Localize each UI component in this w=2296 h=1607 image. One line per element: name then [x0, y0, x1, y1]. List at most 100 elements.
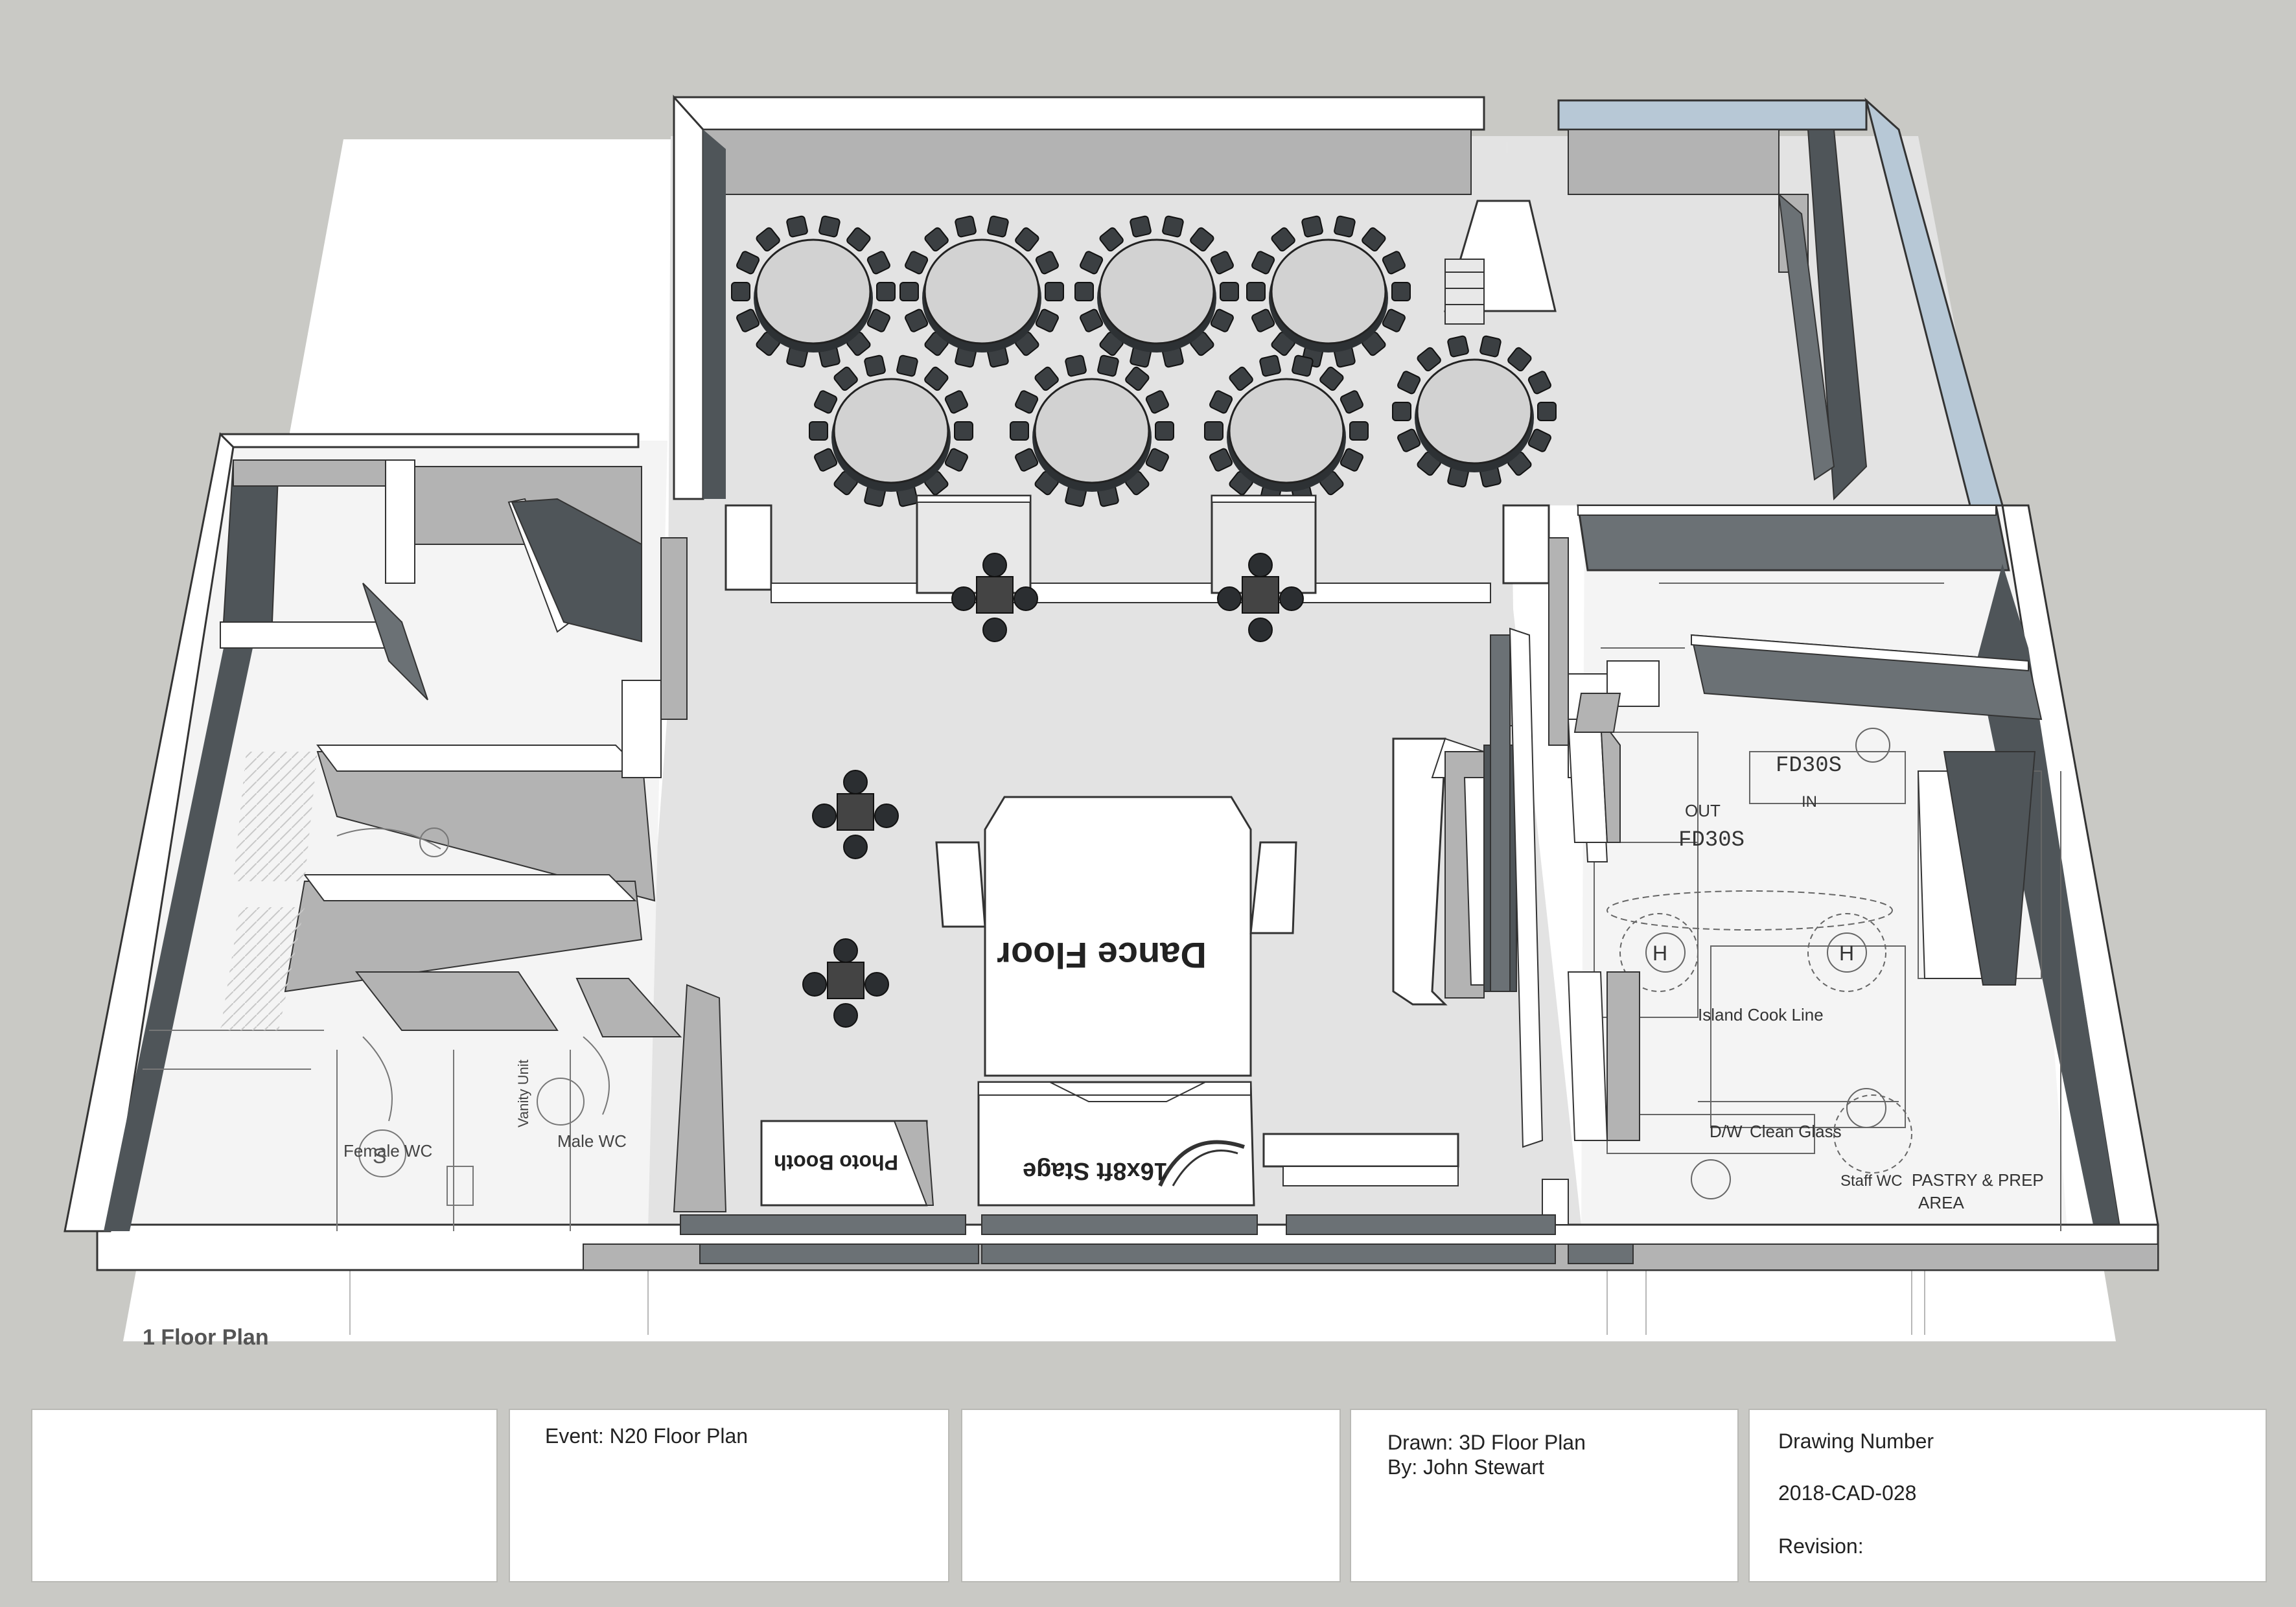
chair	[1015, 227, 1039, 252]
banquet-tables	[731, 215, 1557, 507]
dance-floor: Dance Floor	[935, 796, 1297, 1077]
stool	[833, 938, 858, 963]
table-top	[1098, 238, 1215, 345]
dw-label: D/W	[1710, 1122, 1743, 1141]
chair	[1251, 251, 1275, 275]
clean-glass-label: Clean Glass	[1750, 1122, 1842, 1141]
stage: 16x8ft Stage	[977, 1081, 1255, 1207]
stool	[1014, 586, 1038, 611]
chair	[987, 215, 1009, 238]
chair	[1080, 251, 1104, 275]
table-top	[1270, 238, 1387, 345]
in-label: IN	[1802, 793, 1817, 811]
chair	[924, 366, 949, 391]
dj-booth-right	[1211, 494, 1317, 594]
chair	[1397, 428, 1421, 452]
chair	[1301, 215, 1323, 238]
chair	[1065, 354, 1087, 377]
chair	[924, 227, 949, 252]
chair	[1210, 251, 1234, 275]
chair	[1080, 308, 1104, 332]
pastry-prep-label-2: AREA	[1918, 1193, 1964, 1212]
small-table-set	[951, 553, 1038, 642]
table-top	[1416, 358, 1533, 465]
small-table-set	[802, 938, 889, 1028]
floor-plan-caption: 1 Floor Plan	[143, 1325, 269, 1350]
wall-top-right-room-face	[1568, 129, 1780, 195]
vanity-unit-label: Vanity Unit	[515, 1059, 531, 1127]
h-label-1: H	[1652, 942, 1667, 965]
chair	[905, 251, 929, 275]
chair	[731, 282, 750, 301]
chair	[1251, 308, 1275, 332]
round-table	[1392, 335, 1557, 488]
bar-counter	[1392, 627, 1544, 1148]
stool	[843, 835, 868, 859]
chair	[1392, 402, 1411, 421]
event-label: Event: N20 Floor Plan	[545, 1424, 748, 1448]
chair	[866, 308, 890, 332]
fd30s-label-1: FD30S	[1776, 754, 1842, 778]
small-table	[976, 576, 1014, 614]
round-table	[731, 215, 896, 368]
h-label-2: H	[1839, 942, 1854, 965]
stool	[833, 1003, 858, 1028]
chair	[896, 354, 918, 377]
chair	[1527, 428, 1551, 452]
wall-left-outer	[219, 433, 640, 448]
chair	[866, 251, 890, 275]
wc-sign-symbol: S	[373, 1144, 386, 1168]
cocktail-tables	[802, 553, 1304, 1028]
title-block-cell-number: Drawing Number 2018-CAD-028 Revision:	[1748, 1409, 2267, 1582]
chair	[1015, 390, 1039, 414]
round-table	[809, 354, 973, 507]
toilets-area: Female WC Male WC Vanity Unit S	[143, 459, 727, 1231]
female-wc-label: Female WC	[343, 1141, 432, 1161]
stool	[951, 586, 976, 611]
chair	[1229, 366, 1253, 391]
stool	[982, 553, 1007, 577]
wall-left-outer-dark	[104, 648, 253, 1231]
chair	[905, 308, 929, 332]
chair	[1292, 354, 1314, 377]
small-table-set	[812, 770, 899, 859]
round-table	[1074, 215, 1239, 368]
chair	[1339, 448, 1363, 472]
chair	[846, 227, 871, 252]
chair	[1045, 282, 1064, 301]
chair	[1145, 390, 1169, 414]
wall-top-right-room	[1557, 99, 1868, 131]
round-table	[899, 215, 1064, 368]
chair	[1397, 371, 1421, 395]
chair	[1339, 390, 1363, 414]
small-table	[837, 793, 874, 831]
chair	[1155, 421, 1174, 441]
table-top	[833, 378, 949, 484]
chair	[1349, 421, 1369, 441]
pastry-prep-label-1: PASTRY & PREP	[1912, 1170, 2044, 1190]
chair	[1204, 421, 1223, 441]
chair	[899, 282, 919, 301]
title-block-cell-3	[961, 1409, 1341, 1582]
chair	[736, 251, 760, 275]
chair	[864, 354, 886, 377]
table-top	[923, 238, 1040, 345]
chair	[1527, 371, 1551, 395]
chair	[1015, 448, 1039, 472]
chair	[1145, 448, 1169, 472]
drawn-label: Drawn: 3D Floor Plan	[1387, 1431, 1586, 1454]
stool	[874, 804, 899, 828]
wall-kitchen-top-cap	[1577, 505, 1997, 516]
kitchen-lower-wall	[1567, 971, 1608, 1141]
steps	[1443, 200, 1557, 325]
chair	[1382, 251, 1406, 275]
photo-booth: Photo Booth	[760, 1120, 934, 1207]
chair	[786, 215, 808, 238]
wall-top-banquet-face	[702, 129, 1472, 195]
wall-right-room-inner	[1807, 129, 1868, 501]
chair	[1010, 421, 1029, 441]
chair	[1271, 227, 1295, 252]
island-cook-line-label: Island Cook Line	[1698, 1005, 1824, 1024]
chair	[1362, 227, 1386, 252]
chair	[1507, 347, 1532, 372]
